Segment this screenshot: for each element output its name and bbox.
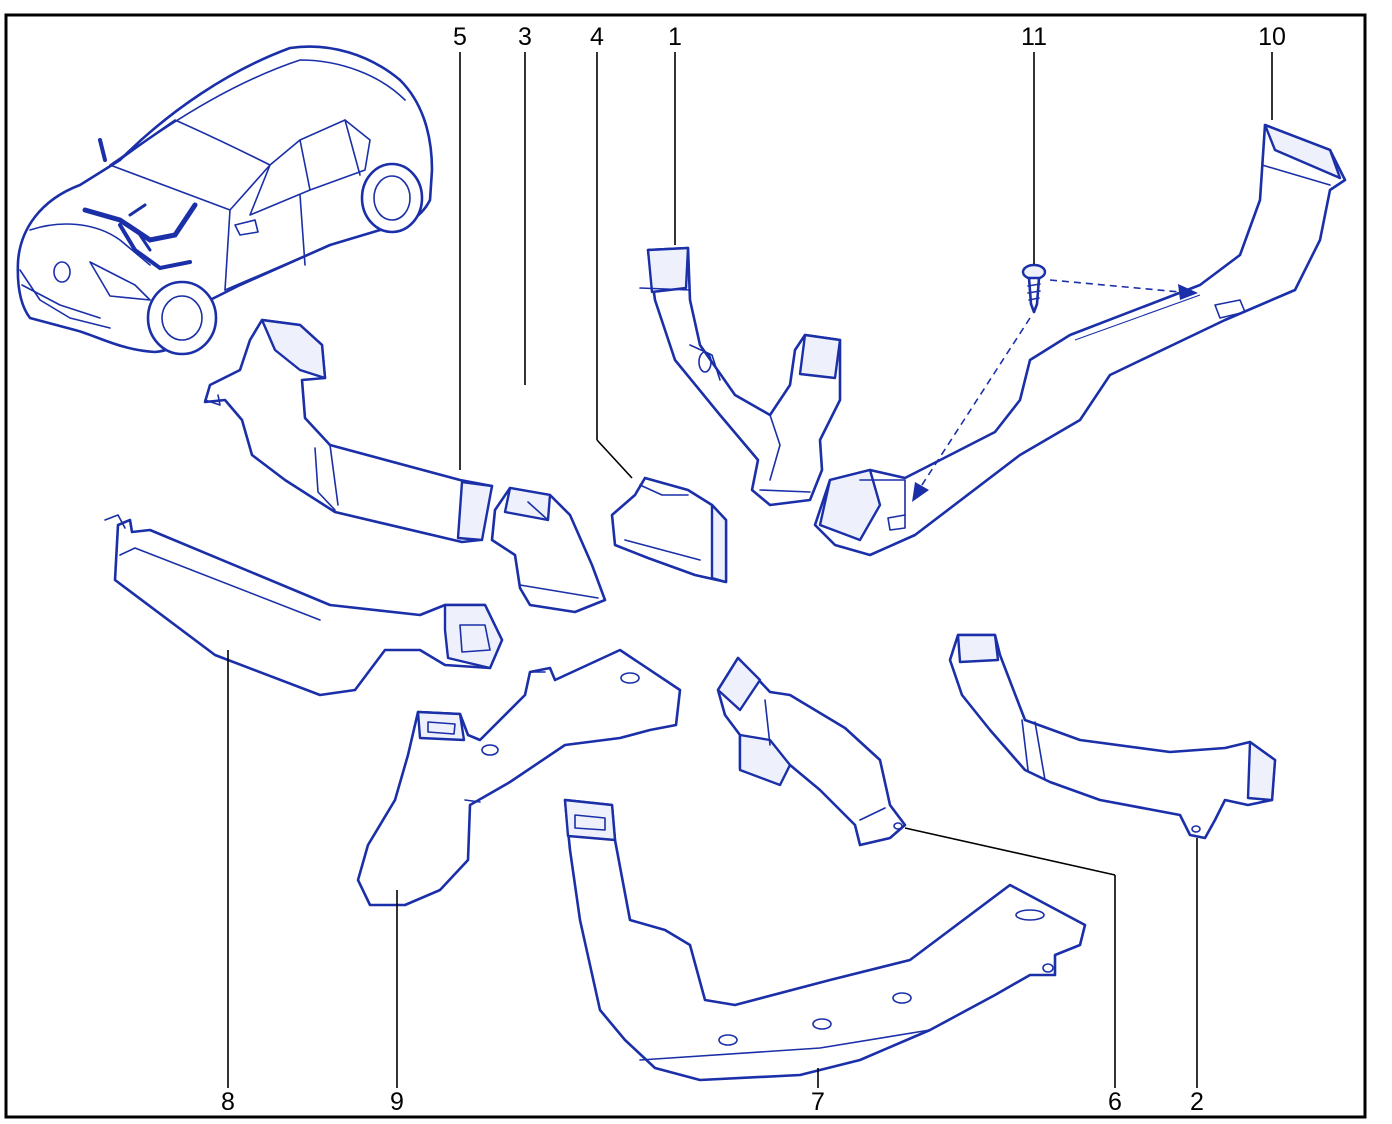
callout-4: 4: [590, 23, 604, 51]
part-9-lower-duct: [356, 648, 682, 907]
car-illustration: [16, 45, 434, 356]
fixing-arrowhead-down: [912, 482, 929, 502]
part-8-floor-duct: [104, 514, 504, 697]
callout-3: 3: [518, 23, 532, 51]
part-4-connector: [610, 476, 728, 584]
callout-5: 5: [453, 23, 467, 51]
callout-8: 8: [221, 1088, 235, 1116]
callout-1: 1: [668, 23, 682, 51]
callout-7: 7: [811, 1088, 825, 1116]
frame-border: [4, 13, 1367, 1119]
part-7-bottom-duct: [563, 798, 1087, 1082]
part-6-duct: [716, 656, 907, 847]
leader-lines: [227, 52, 1273, 1088]
callout-10: 10: [1258, 23, 1286, 51]
part-10-long-duct: [813, 123, 1347, 557]
callout-9: 9: [390, 1088, 404, 1116]
part-1-y-duct: [639, 246, 842, 507]
part-5-elbow-duct: [203, 318, 494, 544]
callout-11: 11: [1021, 23, 1047, 51]
fixing-arrowhead-right: [1178, 284, 1198, 300]
fixing-arrow-right: [1049, 279, 1181, 293]
part-3-small-elbow: [490, 486, 607, 614]
fixing-arrow-down: [919, 317, 1031, 489]
part-2-right-duct: [948, 633, 1277, 840]
callout-6: 6: [1108, 1088, 1122, 1116]
callout-2: 2: [1190, 1088, 1204, 1116]
part-11-screw: [1021, 263, 1047, 314]
